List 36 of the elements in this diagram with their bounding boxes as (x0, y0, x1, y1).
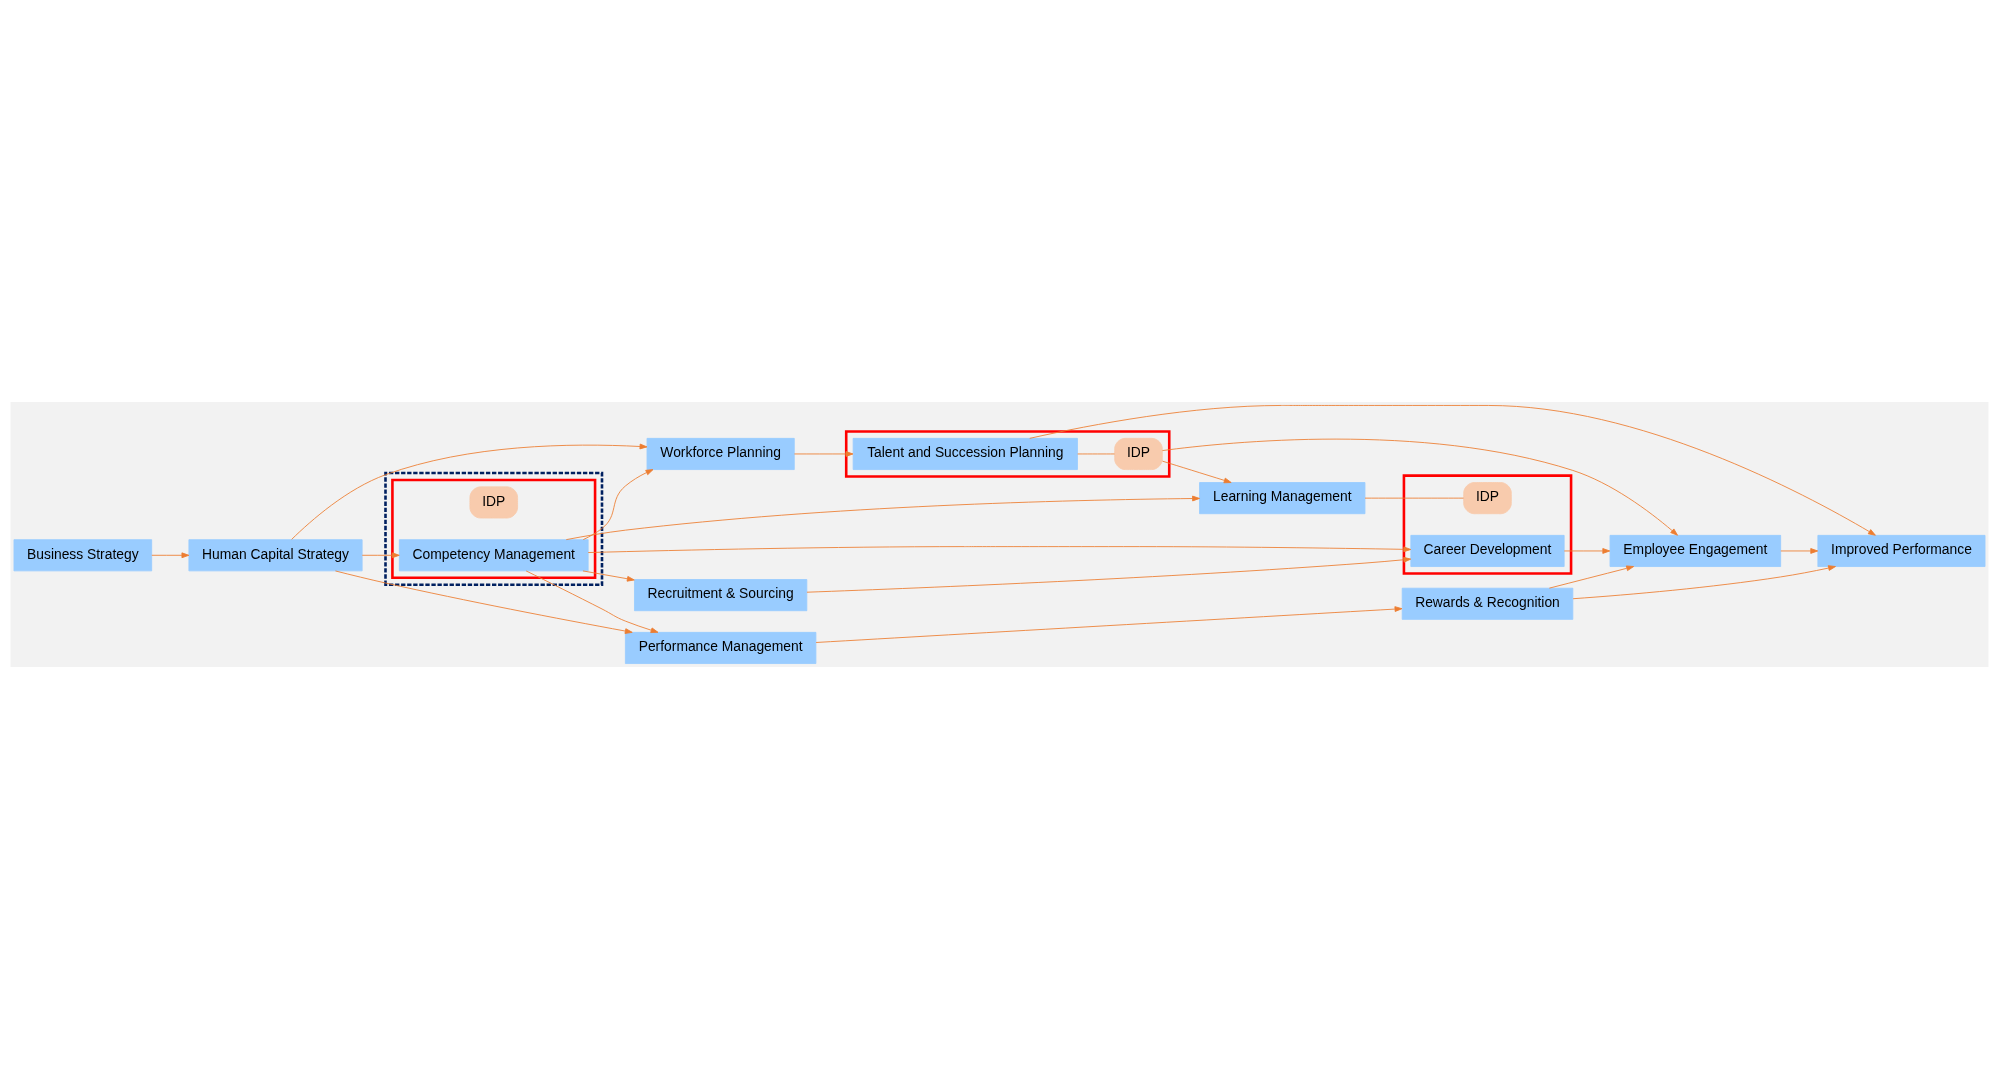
connector (1364, 497, 1464, 499)
node-box: Career Development (1410, 534, 1565, 567)
arrow (1563, 547, 1611, 554)
arrow (525, 569, 659, 633)
node-box: Improved Performance (1817, 534, 1986, 567)
arrow (1572, 564, 1836, 599)
node-box: Employee Engagement (1609, 534, 1782, 567)
node-box: Competency Management (398, 538, 589, 571)
arrow (1162, 438, 1678, 536)
cluster (384, 471, 604, 586)
node-box: Learning Management (1199, 481, 1366, 514)
node-box: Rewards & Recognition (1401, 587, 1574, 620)
arrow (151, 551, 190, 558)
arrow (335, 570, 633, 634)
arrow (806, 556, 1412, 593)
node-box: IDP (1114, 437, 1163, 470)
node-box: IDP (469, 485, 518, 518)
node-box: Talent and Succession Planning (852, 437, 1078, 470)
arrow (582, 570, 635, 582)
node-box: Business Strategy (13, 538, 153, 571)
arrow (793, 450, 854, 457)
arrow (1162, 460, 1232, 483)
arrow (361, 551, 400, 558)
node-box: Recruitment & Sourcing (634, 578, 808, 611)
arrow (587, 545, 1412, 553)
arrow (291, 443, 648, 540)
node-box: IDP (1463, 481, 1512, 514)
arrow (582, 468, 654, 540)
arrow (815, 605, 1403, 643)
arrow (1029, 404, 1876, 536)
node-box: Human Capital Strategy (188, 538, 363, 571)
node-box: Workforce Planning (646, 437, 795, 470)
node-box: Performance Management (624, 631, 817, 664)
arrow (1780, 547, 1819, 554)
arrow (565, 495, 1200, 540)
arrow (1548, 565, 1635, 589)
